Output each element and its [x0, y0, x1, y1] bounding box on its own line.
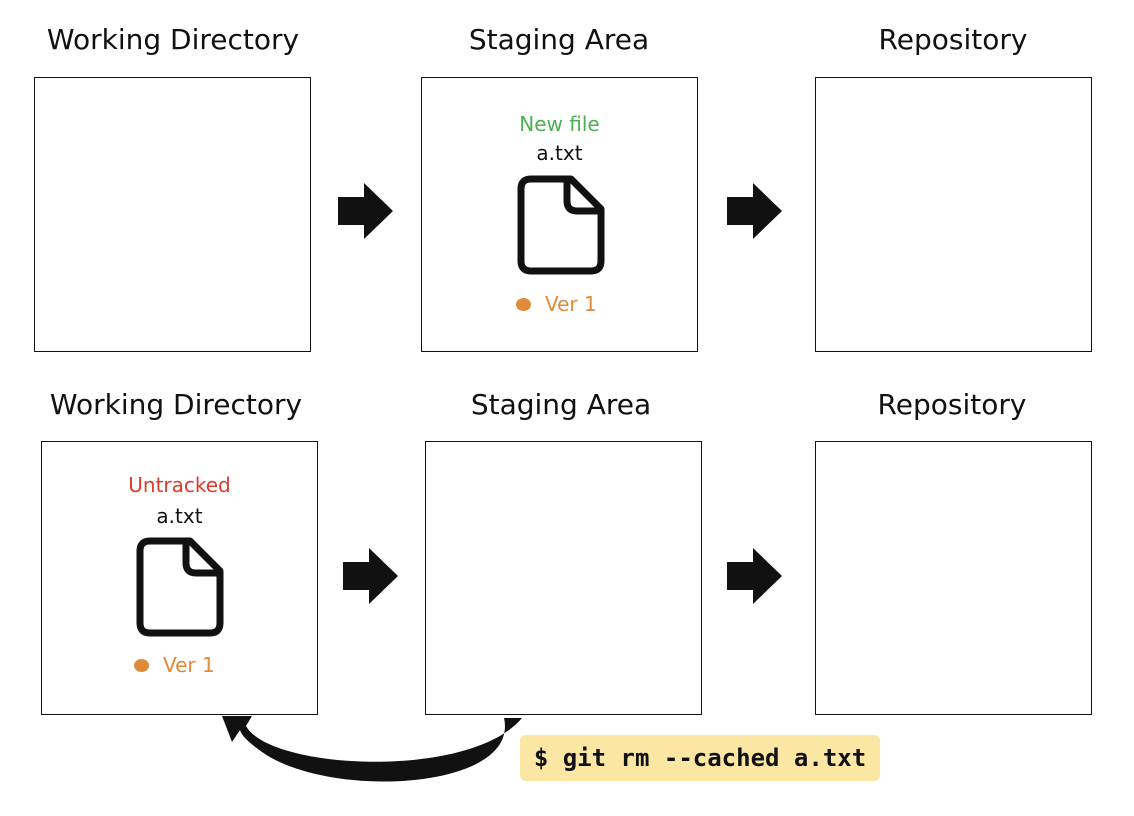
right-arrow-icon — [727, 183, 782, 239]
version-dot-icon — [516, 297, 531, 311]
bottom-repository-title: Repository — [877, 388, 1027, 421]
bottom-repository-box — [815, 441, 1092, 715]
git-command-label: $ git rm --cached a.txt — [520, 735, 880, 781]
top-working-directory-box — [34, 77, 311, 352]
bottom-working-directory-box: Untracked a.txt Ver 1 — [41, 441, 318, 715]
top-working-directory-title: Working Directory — [46, 23, 300, 56]
right-arrow-icon — [338, 183, 393, 239]
file-icon — [517, 175, 605, 275]
top-staging-area-title: Staging Area — [468, 23, 650, 56]
bottom-working-directory-title: Working Directory — [49, 388, 303, 421]
version-dot-icon — [134, 658, 149, 672]
top-repository-title: Repository — [878, 23, 1028, 56]
file-status-untracked: Untracked — [128, 473, 231, 497]
file-name: a.txt — [536, 141, 583, 165]
version-text: Ver 1 — [163, 653, 215, 677]
right-arrow-icon — [343, 548, 398, 604]
top-repository-box — [815, 77, 1092, 352]
file-name: a.txt — [156, 504, 203, 528]
bottom-staging-area-title: Staging Area — [470, 388, 652, 421]
version-label: Ver 1 — [516, 292, 597, 316]
top-staging-area-box: New file a.txt Ver 1 — [421, 77, 698, 352]
file-icon — [136, 537, 224, 637]
version-text: Ver 1 — [545, 292, 597, 316]
right-arrow-icon — [727, 548, 782, 604]
bottom-staging-area-box — [425, 441, 702, 715]
version-label: Ver 1 — [134, 653, 215, 677]
file-status-new-file: New file — [519, 112, 600, 136]
